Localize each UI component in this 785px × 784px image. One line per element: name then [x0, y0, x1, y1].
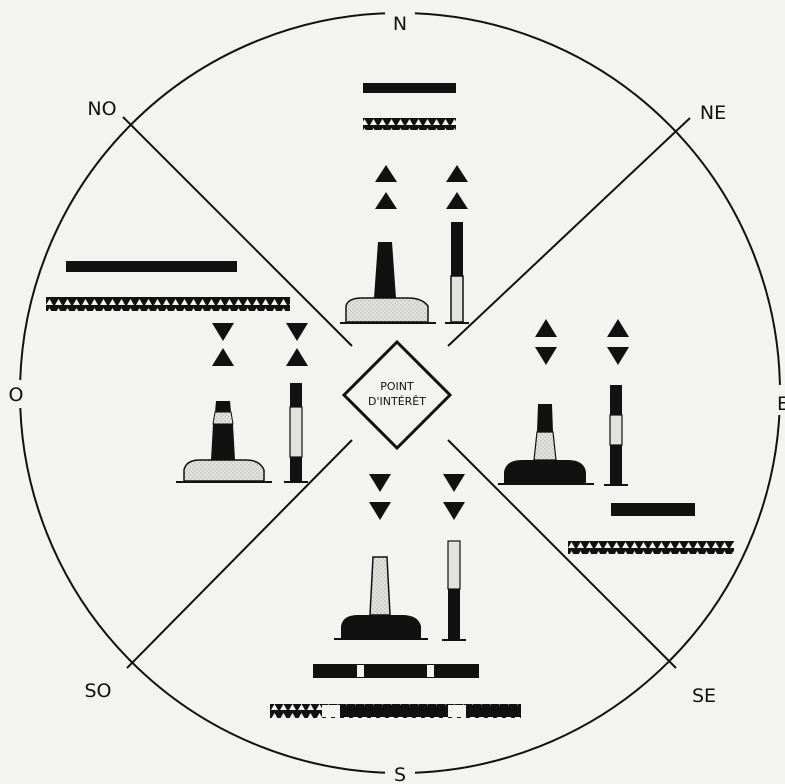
center-label-line1: POINT: [380, 380, 414, 393]
center-label-line2: D'INTÉRÊT: [368, 395, 426, 408]
west-topmark-buoy: [212, 323, 234, 366]
west-buoy-icon: [176, 401, 272, 482]
axis-no: [123, 117, 352, 346]
south-buoy-icon: [334, 557, 428, 639]
south-spar-icon: [442, 541, 466, 640]
label-so: SO: [84, 680, 111, 702]
label-o: O: [9, 384, 24, 406]
north-topmark-spar: [446, 165, 468, 209]
west-cardinal-mark: [46, 261, 308, 482]
label-se: SE: [692, 685, 716, 707]
east-topmark-spar: [607, 319, 629, 365]
west-flash-bar: [46, 297, 290, 311]
north-cardinal-mark: [340, 83, 469, 323]
east-flash-bar: [568, 541, 734, 554]
east-light-bar: [611, 503, 695, 516]
north-buoy-icon: [340, 242, 436, 323]
east-spar-icon: [604, 385, 628, 485]
south-cardinal-mark: [270, 474, 521, 718]
south-light-bar: [313, 664, 479, 678]
label-n: N: [393, 13, 407, 35]
axis-ne: [448, 118, 690, 346]
label-no: NO: [87, 98, 116, 120]
north-light-bar: [363, 83, 456, 93]
east-topmark-buoy: [535, 319, 557, 365]
south-topmark-buoy: [369, 474, 391, 520]
east-cardinal-mark: [498, 319, 734, 554]
west-light-bar: [66, 261, 237, 272]
south-flash-bar: [270, 704, 521, 718]
label-ne: NE: [700, 102, 726, 124]
north-topmark-buoy: [375, 165, 397, 209]
south-topmark-spar: [443, 474, 465, 520]
label-s: S: [394, 764, 406, 784]
north-spar-icon: [445, 222, 469, 323]
north-flash-bar: [363, 118, 456, 130]
west-spar-icon: [284, 383, 308, 482]
east-buoy-icon: [498, 404, 594, 484]
west-topmark-spar: [286, 323, 308, 366]
label-e: E: [777, 393, 785, 415]
point-of-interest: POINT D'INTÉRÊT: [344, 342, 450, 448]
